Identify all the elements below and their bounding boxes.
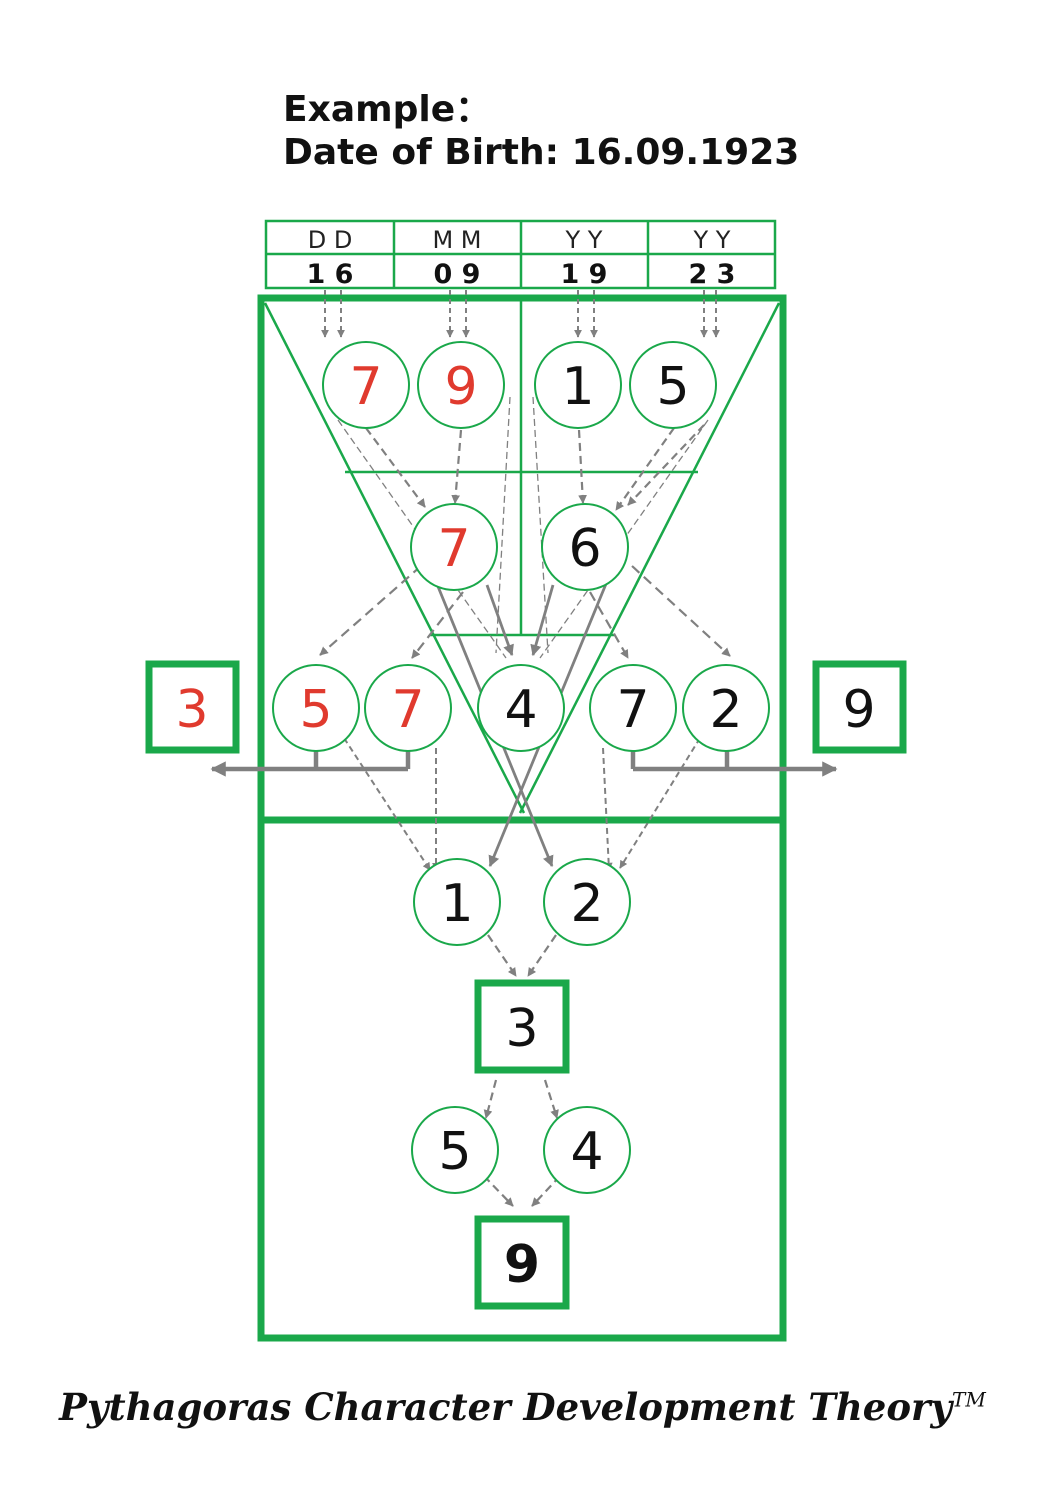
- lower-frame: [257, 816, 787, 1342]
- node-r4-1: 1: [440, 874, 473, 934]
- box-left-value: 3: [175, 680, 208, 740]
- node-r6-1: 5: [438, 1122, 471, 1182]
- circle-r4-1: [413, 858, 501, 946]
- node-r3-3: 4: [504, 680, 537, 740]
- node-r4-2: 2: [570, 874, 603, 934]
- node-r3-5: 2: [709, 680, 742, 740]
- node-r3-1: 5: [299, 680, 332, 740]
- label-day: D D: [308, 226, 353, 254]
- circle-r1-4: [629, 341, 717, 429]
- box-left: [145, 660, 240, 754]
- box-middle-value: 3: [505, 999, 538, 1059]
- box-right: [812, 660, 907, 754]
- node-r3-4: 7: [616, 680, 649, 740]
- node-r3-2: 7: [391, 680, 424, 740]
- footer-title: Pythagoras Character Development TheoryT…: [0, 1385, 1045, 1429]
- trademark-mark: TM: [952, 1387, 986, 1412]
- date-table: [264, 219, 777, 290]
- digits-year-1: 1 9: [561, 259, 608, 290]
- node-r1-4: 5: [656, 357, 689, 417]
- digits-day: 1 6: [307, 259, 354, 290]
- example-heading: Example：: [283, 89, 492, 130]
- circle-r6-1: [411, 1106, 499, 1194]
- box-final: [474, 1215, 570, 1310]
- circle-r3-2: [364, 664, 452, 752]
- number-circles: [272, 341, 770, 1194]
- digits-year-2: 2 3: [689, 259, 736, 290]
- circle-r2-2: [541, 503, 629, 591]
- triangle-lines: [263, 300, 781, 814]
- circle-r1-3: [534, 341, 622, 429]
- outer-frames: [257, 294, 787, 1342]
- digits-month: 0 9: [434, 259, 481, 290]
- circle-r6-2: [543, 1106, 631, 1194]
- label-year-2: Y Y: [693, 226, 731, 254]
- box-numbers: 3 9 3 9: [175, 680, 875, 1295]
- circle-r1-2: [417, 341, 505, 429]
- node-r6-2: 4: [570, 1122, 603, 1182]
- circle-r4-2: [543, 858, 631, 946]
- box-middle: [474, 979, 570, 1074]
- node-r2-1: 7: [437, 519, 470, 579]
- date-of-birth: Date of Birth: 16.09.1923: [283, 132, 800, 173]
- circle-r3-4: [589, 664, 677, 752]
- circle-r3-5: [682, 664, 770, 752]
- circle-r2-1: [410, 503, 498, 591]
- circle-r3-1: [272, 664, 360, 752]
- number-boxes: [145, 660, 907, 1310]
- node-r1-3: 1: [561, 357, 594, 417]
- box-final-value: 9: [504, 1235, 540, 1295]
- node-r2-2: 6: [568, 519, 601, 579]
- circle-numbers: 7 9 1 5 7 6 5 7 4 7 2 1 2 5 4: [299, 357, 742, 1182]
- label-year-1: Y Y: [565, 226, 603, 254]
- footer-title-text: Pythagoras Character Development Theory: [59, 1385, 952, 1429]
- date-labels: D D M M Y Y Y Y 1 6 0 9 1 9 2 3: [307, 226, 736, 290]
- circle-r3-3: [477, 664, 565, 752]
- box-right-value: 9: [842, 680, 875, 740]
- circle-r1-1: [322, 341, 410, 429]
- node-r1-2: 9: [444, 357, 477, 417]
- node-r1-1: 7: [349, 357, 382, 417]
- arrows: [210, 290, 838, 1207]
- label-month: M M: [432, 226, 481, 254]
